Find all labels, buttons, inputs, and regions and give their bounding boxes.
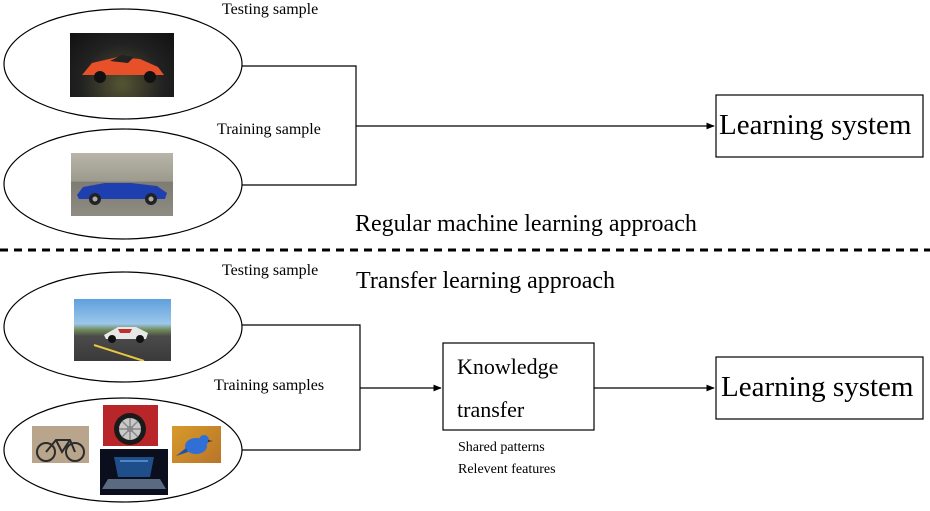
learning-system-label-regular: Learning system xyxy=(719,109,912,141)
learning-system-label-transfer: Learning system xyxy=(721,371,914,403)
testing-sample-ellipse xyxy=(3,8,243,120)
transfer-testing-label: Testing sample xyxy=(222,262,319,279)
regular-testing-label: Testing sample xyxy=(222,1,319,18)
transfer-testing-ellipse xyxy=(3,271,243,383)
regular-approach-caption: Regular machine learning approach xyxy=(355,211,697,237)
learning-system-box-regular xyxy=(715,94,924,158)
relevent-features-note: Relevent features xyxy=(458,462,556,477)
knowledge-label: Knowledge xyxy=(457,354,559,379)
race-car-on-road-photo xyxy=(74,299,171,361)
shared-patterns-note: Shared patterns xyxy=(458,440,545,455)
transfer-label: transfer xyxy=(457,397,525,422)
bicycle-photo xyxy=(32,426,89,463)
transfer-approach-caption: Transfer learning approach xyxy=(356,268,616,294)
training-sample-ellipse xyxy=(3,128,243,240)
knowledge-transfer-box xyxy=(442,342,595,431)
orange-sports-car-photo xyxy=(70,33,174,97)
blue-bird-photo xyxy=(172,426,221,463)
car-wheel-photo xyxy=(103,405,158,446)
learning-system-box-transfer xyxy=(715,356,924,420)
laptop-photo xyxy=(100,449,168,495)
regular-training-label: Training sample xyxy=(217,121,321,138)
blue-convertible-car-photo xyxy=(71,153,173,216)
transfer-training-label: Training samples xyxy=(214,377,325,394)
